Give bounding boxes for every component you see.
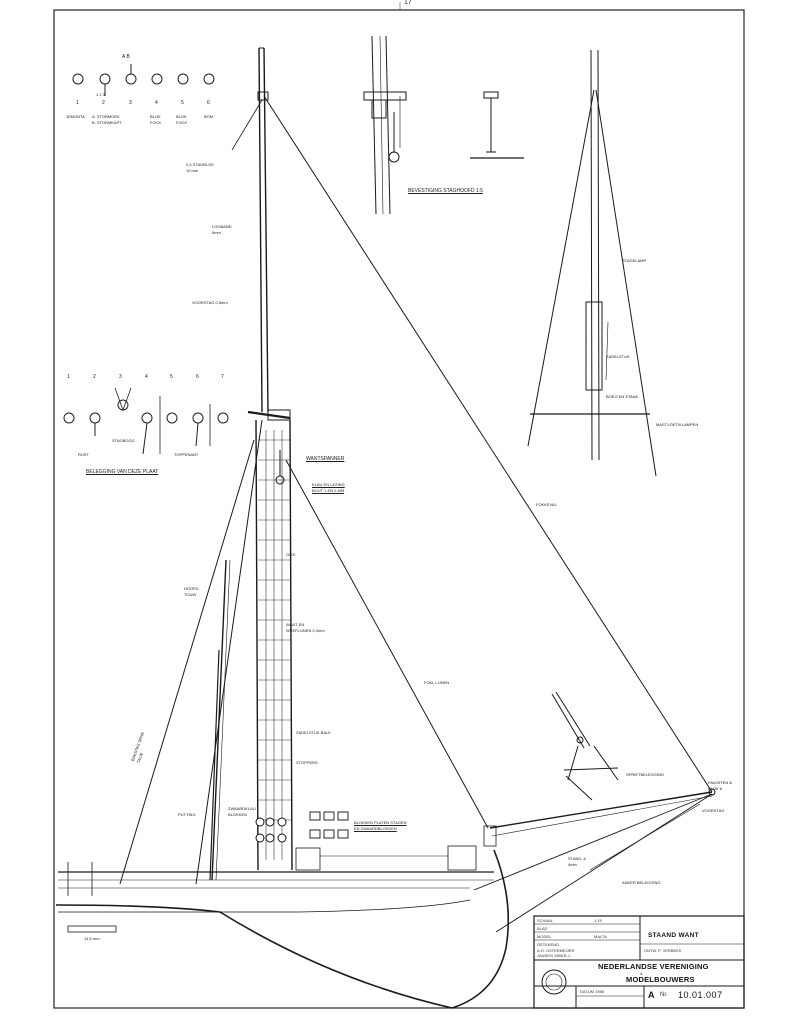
deadeyes bbox=[255, 817, 287, 843]
masthead-detail bbox=[363, 35, 407, 215]
label-bowsprit-fittings: SPRIETBELEGGING bbox=[626, 772, 665, 777]
halyard-block bbox=[275, 450, 285, 485]
pin-legend-top-caption-1: JEMONTA bbox=[66, 114, 85, 119]
pin-legend-mid-caption-2: STAGBOOG bbox=[112, 438, 135, 443]
tb-sheet-no: 10.01.007 bbox=[678, 990, 723, 1000]
label-deadeyes: ZWAARDKLAU BLOKKEN bbox=[228, 806, 256, 817]
label-ratlines: WANT EN WEEFLIJNEN 0,3mm bbox=[286, 622, 325, 633]
pin-legend-top-caption-4: BLOK FOCK bbox=[176, 114, 188, 125]
tb-model-value: MALTA bbox=[594, 934, 607, 939]
label-forestay-upper: WANTSPANNER bbox=[306, 456, 345, 462]
ratlines-grid bbox=[258, 430, 291, 860]
label-fore-halyard: GIEK bbox=[286, 552, 296, 557]
label-hull-length: 14,5 mm bbox=[84, 936, 100, 941]
pin-legend-mid-caption-1: RUST bbox=[78, 452, 89, 457]
pin-legend-top-num-3: 3 bbox=[129, 100, 132, 106]
tb-org-line1: NEDERLANDSE VERENIGING bbox=[598, 962, 709, 971]
tb-sheet-no-label: Nr. bbox=[660, 992, 668, 998]
pin-legend-top-num-2: 2 bbox=[102, 100, 105, 106]
label-right-detail-spreader: BOEG EN STAAK bbox=[606, 394, 639, 399]
pin-legend-top-caption-2: A. STORMOEK B. STORMKAPT bbox=[92, 114, 122, 125]
label-jib-halyard: FOKL LIJNEN bbox=[424, 680, 450, 685]
pin-legend-top-caption-3: BLOK FOCK bbox=[150, 114, 162, 125]
stay-attachment-detail bbox=[470, 91, 524, 159]
tb-scale-value: 1:15 bbox=[594, 918, 602, 923]
label-mast-lower: ZADELSTUK BALK bbox=[296, 730, 331, 735]
pin-legend-top-submark: 1 2 3 bbox=[96, 92, 105, 97]
label-right-detail-block: ZADELSTUK bbox=[606, 354, 630, 359]
deck-blocks bbox=[309, 811, 349, 839]
tb-sheet-prefix: A bbox=[648, 990, 655, 1000]
label-lantern-band: LOGBAND 6mm bbox=[212, 224, 232, 235]
pin-legend-mid-num-7: 7 bbox=[221, 374, 224, 380]
label-stoppers: STOPPERS bbox=[296, 760, 318, 765]
pin-legend-mid-title: BELEGGING VAN DEZE PLAAT bbox=[86, 469, 159, 475]
hull bbox=[55, 825, 510, 1009]
pin-legend-mid-caption-3: TOPPENANT bbox=[174, 452, 199, 457]
tb-org-line2: MODELBOUWERS bbox=[626, 975, 695, 984]
bowsprit-end-fitting bbox=[708, 788, 716, 796]
tb-drawing-title: STAAND WANT bbox=[648, 932, 699, 939]
label-top-mast-note: 0,4 STAGBLOK 10 mm bbox=[186, 162, 214, 173]
pin-legend-top-caption-5: BOM bbox=[204, 114, 214, 119]
tb-sheet-label: BLAD bbox=[537, 926, 548, 931]
pin-legend-mid-num-6: 6 bbox=[196, 374, 199, 380]
pin-legend-mid-num-1: 1 bbox=[67, 374, 70, 380]
pin-legend-top-num-1: 1 bbox=[76, 100, 79, 106]
pin-legend-top-num-6: 6 bbox=[207, 100, 210, 106]
pin-legend-top-num-5: 5 bbox=[181, 100, 184, 106]
pin-legend-top-marks: A B bbox=[122, 54, 130, 60]
tb-org-amp: & bbox=[640, 971, 643, 976]
label-top-mast-rope: VOORSTAG 0,5mm bbox=[192, 300, 228, 305]
label-chainplate: PUTTING bbox=[178, 812, 196, 817]
pin-legend-mid-num-2: 2 bbox=[93, 374, 96, 380]
tb-scale-label: SCHAAL bbox=[537, 918, 554, 923]
label-stay-right: VOORSTAG bbox=[702, 808, 725, 813]
pin-legend-top bbox=[72, 64, 215, 96]
label-rigging-blocks: BLOKKEN PLATEN STAGEN EN ZWAARDBLOKKEN bbox=[354, 820, 407, 831]
pin-legend-mid-num-3: 3 bbox=[119, 374, 122, 380]
sheet-top-mark: 17 bbox=[404, 0, 412, 6]
label-right-detail-stagklamp: STAGKLAMP bbox=[622, 258, 647, 263]
label-topping-lift: HOOFD- TOUW bbox=[184, 586, 200, 597]
pin-legend-mid-num-5: 5 bbox=[170, 374, 173, 380]
tb-drawn-label: GETEKEND bbox=[537, 942, 560, 947]
masthead-detail-title: BEVESTIGING STAGHOOFD 1:5 bbox=[408, 188, 483, 194]
rigging-lines bbox=[119, 95, 713, 933]
label-halyard-note: KLAU EN LEZING BOUT 1 EN 2 MM bbox=[312, 482, 345, 493]
title-block-frame bbox=[533, 915, 745, 1009]
pin-legend-mid-num-4: 4 bbox=[145, 374, 148, 380]
label-bowsprit-end: KNUISTEN & BLOK 6 bbox=[708, 780, 733, 791]
label-anchor-tag: ANKER BELEGGING bbox=[622, 880, 661, 885]
tb-drawn-value: A.H. OSTERMEIJER JANSEN 1988 B.J. bbox=[537, 948, 575, 958]
main-mast bbox=[247, 47, 293, 871]
label-right-detail-base: MASTVOET/KLAMPEN bbox=[656, 422, 699, 427]
pin-legend-mid bbox=[63, 387, 229, 455]
tb-model-label: MODEL bbox=[537, 934, 552, 939]
pin-legend-top-num-4: 4 bbox=[155, 100, 158, 106]
anchor-davit-detail bbox=[551, 691, 619, 801]
label-fokkeval: FOKKEVAL bbox=[536, 502, 557, 507]
mast-rig-detail-right bbox=[527, 49, 657, 477]
label-tackle-note: STAND. 6 4mm bbox=[568, 856, 586, 867]
sheet-outer-border bbox=[53, 9, 745, 1009]
tb-designer: ONTW. P. VERBEEK bbox=[644, 948, 682, 953]
tb-date-label: DATUM 1986 bbox=[580, 989, 604, 994]
